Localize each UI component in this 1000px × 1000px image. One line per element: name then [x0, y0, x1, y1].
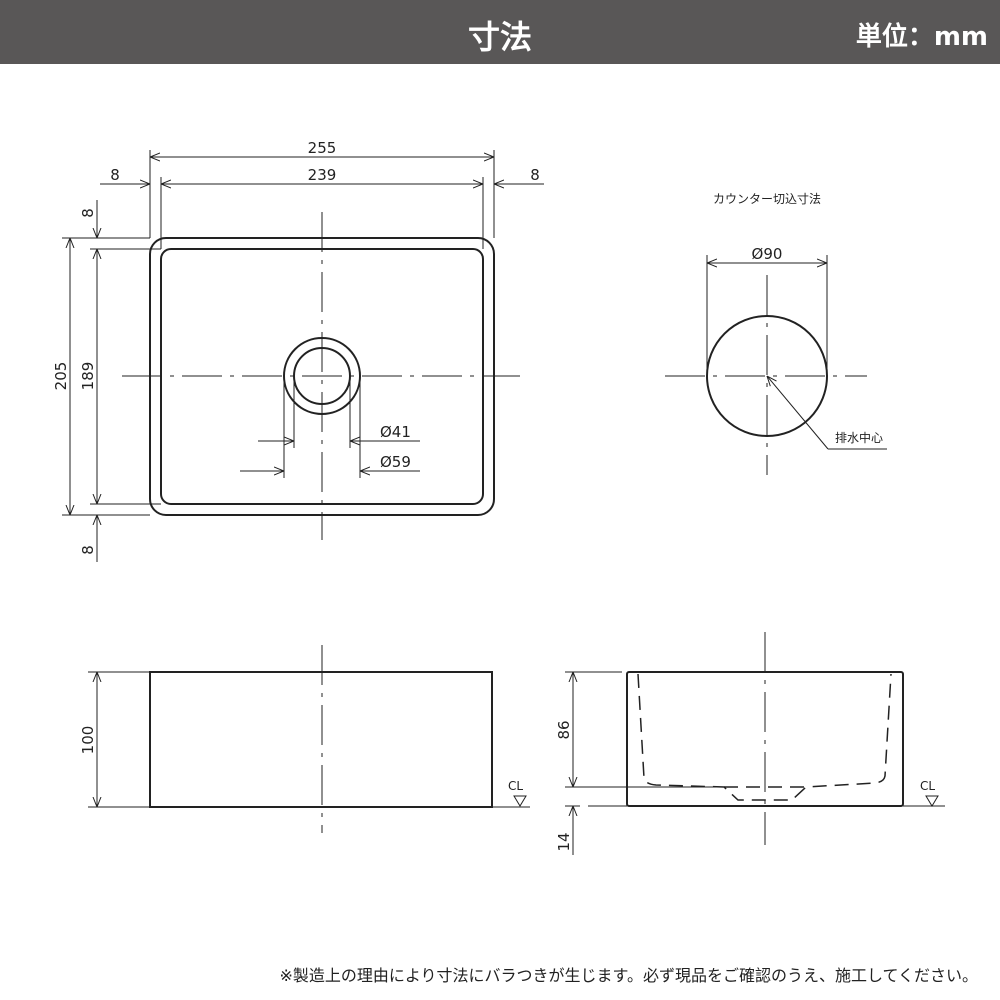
drain-outer-circle [283, 337, 361, 415]
drain-inner-circle [293, 347, 351, 405]
dim-cutout-diameter: Ø90 [752, 245, 783, 263]
bowl-hidden-line [637, 673, 892, 801]
front-outline [149, 671, 493, 808]
cutout-view: カウンター切込寸法 Ø90 排水中心 [665, 192, 887, 475]
side-view: 86 14 CL [555, 632, 945, 855]
side-cl-label: CL [920, 779, 935, 793]
cl-triangle-icon [513, 795, 527, 807]
cutout-caption: カウンター切込寸法 [713, 192, 821, 206]
dim-rim-left: 8 [110, 166, 120, 184]
unit-label: 単位：mm [855, 22, 988, 52]
drain-center-label: 排水中心 [835, 430, 883, 445]
dim-depth-outer: 205 [52, 362, 70, 391]
dim-bottom-thickness: 14 [555, 832, 573, 851]
top-view: 255 239 8 8 205 189 8 8 Ø41 Ø59 [52, 139, 544, 562]
dim-bowl-depth: 86 [555, 720, 573, 739]
dim-width-inner: 239 [308, 166, 337, 184]
dim-height: 100 [79, 726, 97, 755]
footer-note: ※製造上の理由により寸法にバラつきが生じます。必ず現品をご確認のうえ、施工してく… [279, 966, 978, 985]
page-title: 寸法 [467, 18, 532, 56]
dim-rim-bottom: 8 [79, 545, 97, 555]
dim-width-outer: 255 [308, 139, 337, 157]
dim-drain-outer: Ø59 [380, 453, 411, 471]
dim-drain-inner: Ø41 [380, 423, 411, 441]
leader-line [767, 376, 829, 450]
front-view: 100 CL [79, 645, 530, 833]
header-bar: 寸法 単位：mm [0, 0, 1000, 64]
front-cl-label: CL [508, 779, 523, 793]
dim-rim-top: 8 [79, 208, 97, 218]
dim-depth-inner: 189 [79, 362, 97, 391]
dim-rim-right: 8 [530, 166, 540, 184]
cl-triangle-icon [925, 795, 939, 807]
